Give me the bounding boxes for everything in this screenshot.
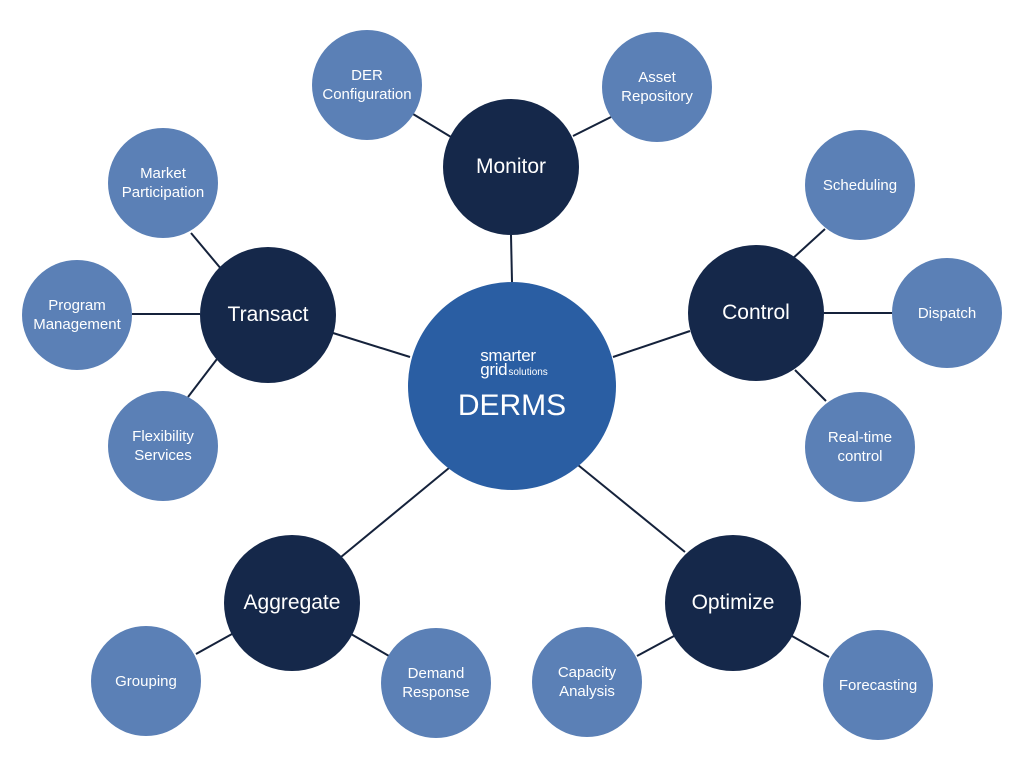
smarter-grid-solutions-logo: smarter gridsolutions [480,345,548,379]
leaf-demand-response: Demand Response [381,628,491,738]
leaf-dispatch: Dispatch [892,258,1002,368]
connector-monitor-asset [572,116,612,137]
node-control-label: Control [722,301,790,324]
derms-hub: smarter gridsolutions DERMS [408,282,616,490]
leaf-grouping-label: Grouping [115,672,177,690]
leaf-market-participation-label: Market Participation [121,165,205,201]
connector-derms-aggregate [340,467,450,558]
connector-control-sched [790,228,826,261]
leaf-demand-response-label: Demand Response [402,665,470,701]
hub-title: DERMS [457,389,567,423]
connector-aggregate-grouping [195,633,233,655]
leaf-program-management-label: Program Management [33,297,121,333]
connector-transact-market [190,232,223,271]
leaf-scheduling: Scheduling [805,130,915,240]
leaf-flexibility-services-label: Flexibility Services [132,428,194,464]
connector-optimize-capacity [636,635,675,657]
node-aggregate-label: Aggregate [243,591,341,614]
leaf-capacity-analysis-label: Capacity Analysis [557,664,617,700]
leaf-grouping: Grouping [91,626,201,736]
leaf-dispatch-label: Dispatch [917,304,977,322]
leaf-flexibility-services: Flexibility Services [108,391,218,501]
connector-transact-flex [187,358,218,398]
node-optimize: Optimize [665,535,801,671]
leaf-scheduling-label: Scheduling [822,176,898,194]
leaf-realtime-control: Real-time control [805,392,915,502]
connector-derms-monitor [510,234,513,283]
node-optimize-label: Optimize [691,591,775,614]
node-monitor-label: Monitor [475,155,547,178]
leaf-forecasting-label: Forecasting [838,676,918,694]
connector-control-realtime [794,369,827,402]
connector-monitor-derconf [412,113,452,138]
leaf-realtime-control-label: Real-time control [827,429,893,465]
logo-word-grid: grid [480,359,508,379]
connector-derms-control [612,330,691,358]
connector-derms-optimize [577,464,686,553]
node-control: Control [688,245,824,381]
logo-word-smarter: smarter [480,345,536,365]
node-monitor: Monitor [443,99,579,235]
leaf-der-configuration: DER Configuration [312,30,422,140]
leaf-asset-repository-label: Asset Repository [621,69,693,105]
leaf-asset-repository: Asset Repository [602,32,712,142]
leaf-program-management: Program Management [22,260,132,370]
leaf-der-configuration-label: DER Configuration [322,67,412,103]
leaf-market-participation: Market Participation [108,128,218,238]
connector-derms-transact [332,332,411,358]
node-transact: Transact [200,247,336,383]
logo-word-solutions: solutions [508,366,548,378]
connector-aggregate-demand [350,633,390,657]
leaf-forecasting: Forecasting [823,630,933,740]
connector-optimize-forecast [791,635,830,658]
node-aggregate: Aggregate [224,535,360,671]
leaf-capacity-analysis: Capacity Analysis [532,627,642,737]
node-transact-label: Transact [227,303,309,326]
